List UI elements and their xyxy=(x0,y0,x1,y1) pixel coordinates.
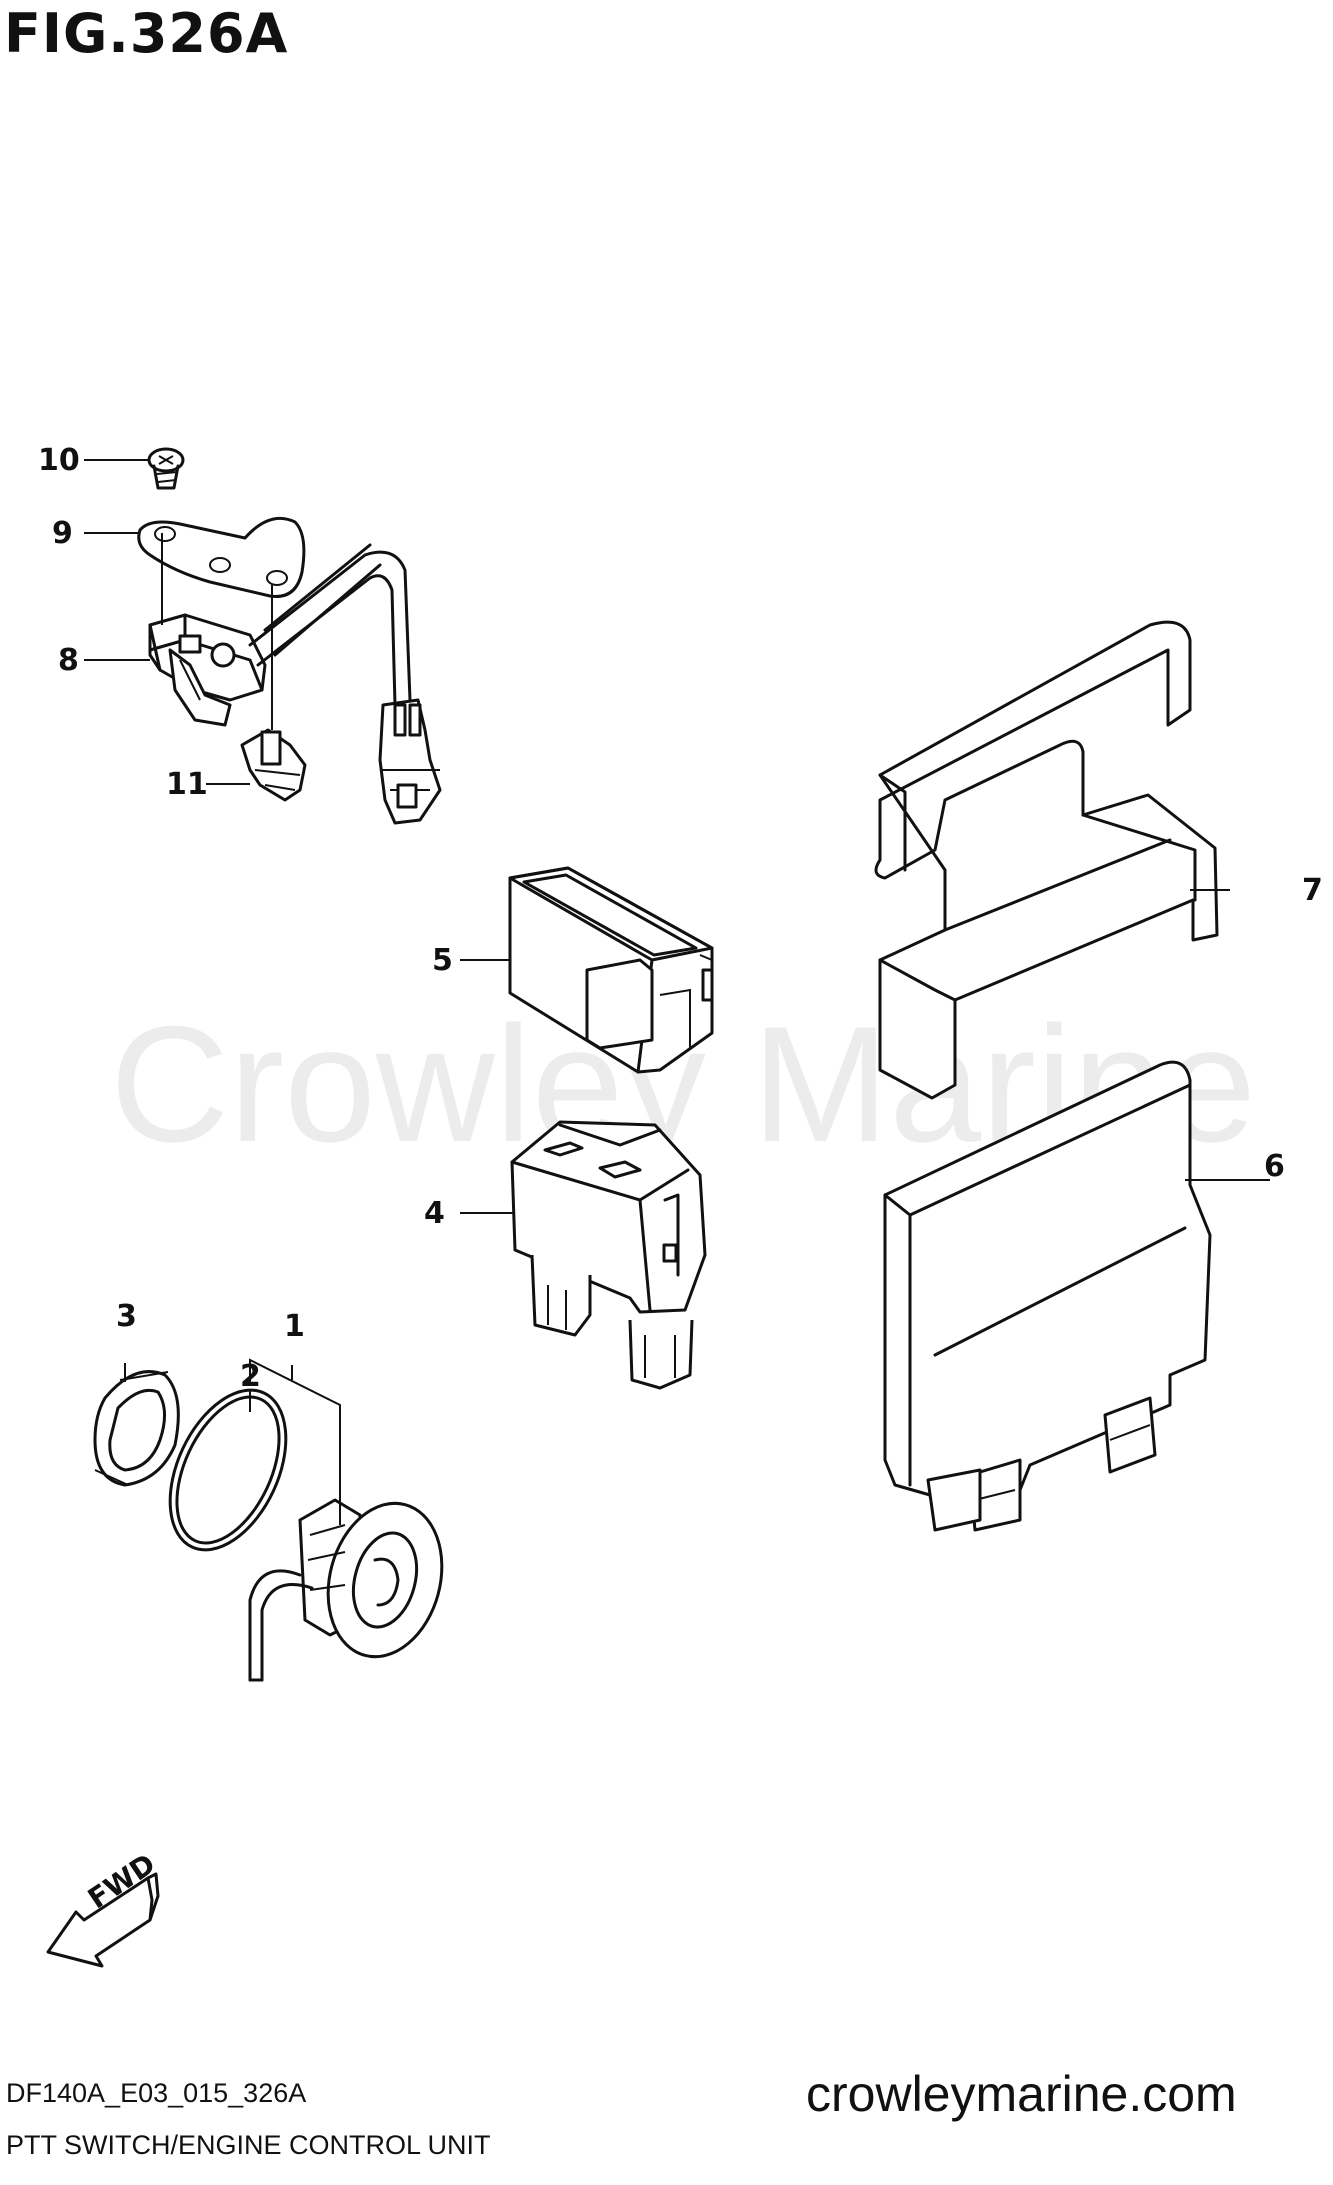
callout-11: 11 xyxy=(166,767,208,802)
part-10-screw[interactable] xyxy=(147,447,185,490)
callout-1: 1 xyxy=(284,1309,305,1344)
callout-3: 3 xyxy=(116,1299,137,1334)
part-7-frame[interactable] xyxy=(874,620,1219,1100)
callout-9: 9 xyxy=(52,516,73,551)
figure-title: FIG.326A xyxy=(4,2,289,65)
part-8-sensor[interactable] xyxy=(148,543,442,825)
callout-5: 5 xyxy=(432,943,453,978)
callout-6: 6 xyxy=(1264,1149,1285,1184)
part-2-oring[interactable] xyxy=(147,1372,309,1568)
callout-2: 2 xyxy=(240,1359,261,1394)
figure-code: DF140A_E03_015_326A xyxy=(6,2078,307,2108)
part-1-switch[interactable] xyxy=(248,1490,458,1682)
part-3-ring[interactable] xyxy=(93,1370,180,1487)
figure-name: PTT SWITCH/ENGINE CONTROL UNIT xyxy=(6,2130,491,2160)
website-link[interactable]: crowleymarine.com xyxy=(806,2066,1237,2122)
part-9-bracket[interactable] xyxy=(137,517,306,598)
callout-4: 4 xyxy=(424,1196,445,1231)
part-6-ecu[interactable] xyxy=(883,1060,1212,1532)
callout-7: 7 xyxy=(1302,873,1323,908)
fwd-arrow-icon xyxy=(46,1872,160,1968)
part-4-unit[interactable] xyxy=(510,1120,707,1390)
callout-10: 10 xyxy=(38,443,80,478)
leader-lines xyxy=(84,459,1270,1525)
part-11-clamp[interactable] xyxy=(240,728,307,802)
part-5-cover[interactable] xyxy=(508,866,714,1074)
callout-8: 8 xyxy=(58,643,79,678)
